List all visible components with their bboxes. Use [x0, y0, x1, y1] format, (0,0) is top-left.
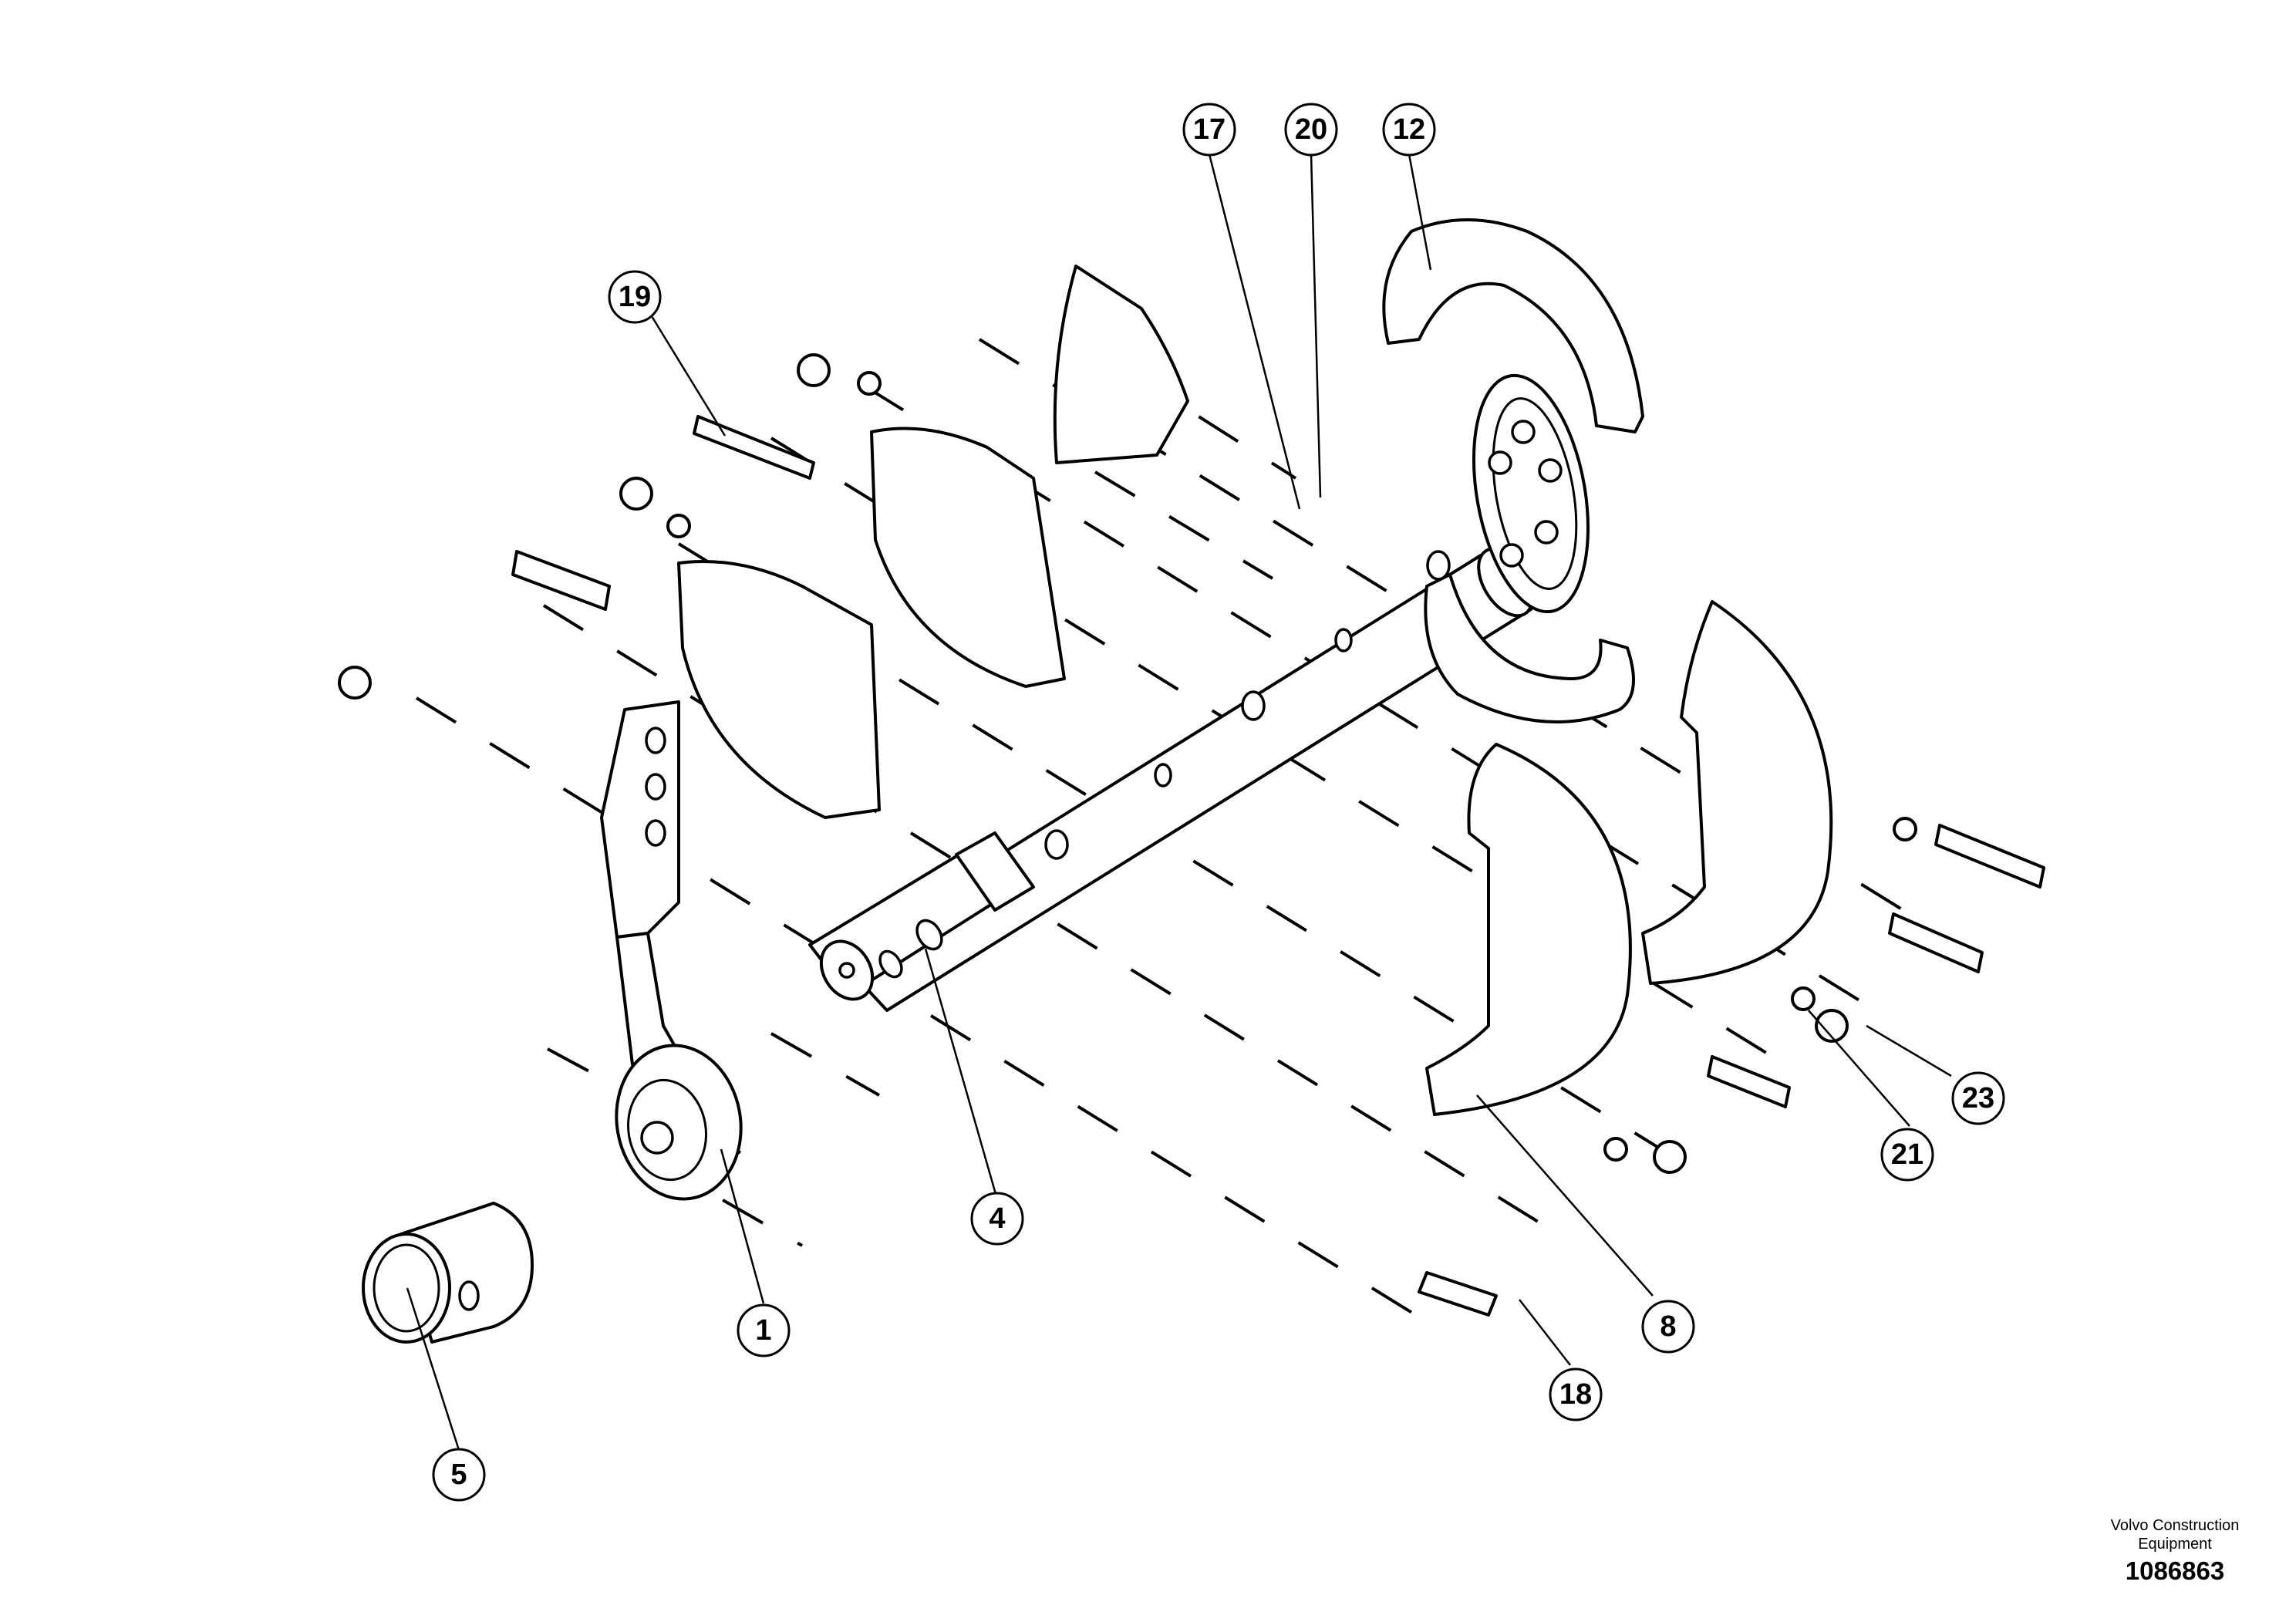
svg-text:12: 12 — [1393, 113, 1425, 146]
callout-21: 21 — [1880, 1128, 1934, 1182]
svg-text:18: 18 — [1559, 1378, 1592, 1411]
callout-17: 17 — [1182, 103, 1236, 157]
callout-23: 23 — [1951, 1071, 2005, 1125]
drawing-number: 1086863 — [2125, 1556, 2225, 1585]
svg-text:5: 5 — [450, 1458, 467, 1491]
callout-1: 1 — [737, 1303, 791, 1357]
svg-text:19: 19 — [619, 281, 651, 313]
svg-text:23: 23 — [1962, 1082, 1994, 1114]
callout-19: 19 — [608, 270, 662, 324]
lever-part-1 — [600, 700, 743, 1201]
svg-text:20: 20 — [1295, 113, 1327, 146]
callout-18: 18 — [1549, 1367, 1603, 1421]
fasteners — [338, 353, 2045, 1317]
callout-5: 5 — [432, 1448, 486, 1502]
blade-part-8 — [677, 265, 1833, 1116]
callout-4: 4 — [970, 1192, 1024, 1246]
flange-part-12 — [1382, 218, 1644, 723]
company-label: Volvo Construction Equipment — [2110, 1517, 2240, 1553]
svg-text:17: 17 — [1193, 113, 1226, 146]
callout-20: 20 — [1284, 103, 1338, 157]
bushing-part-5 — [362, 1202, 534, 1344]
svg-text:8: 8 — [1660, 1310, 1676, 1343]
svg-text:21: 21 — [1891, 1138, 1923, 1171]
svg-text:1: 1 — [755, 1314, 771, 1347]
callout-8: 8 — [1641, 1300, 1695, 1354]
callouts: 17 20 12 19 4 1 5 8 — [432, 103, 2005, 1502]
leader-lines — [406, 153, 1952, 1451]
shaft-part-4 — [808, 547, 1534, 1012]
svg-text:4: 4 — [989, 1202, 1005, 1235]
callout-12: 12 — [1382, 103, 1436, 157]
